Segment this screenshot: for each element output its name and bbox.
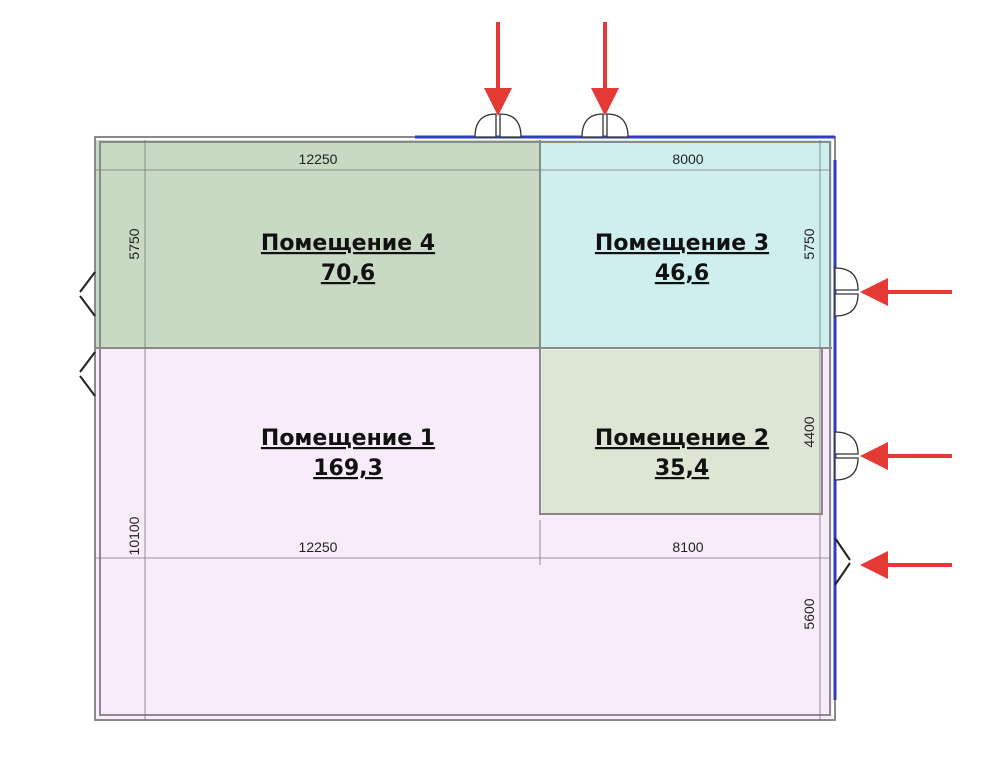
room-2-name: Помещение 2 bbox=[595, 426, 769, 451]
gate-right[interactable] bbox=[834, 537, 851, 586]
room-4-area[interactable] bbox=[95, 140, 540, 348]
dim-mid-left: 12250 bbox=[299, 539, 338, 555]
dim-mid-right: 8100 bbox=[672, 539, 703, 555]
entrance-arrow-right-1 bbox=[860, 278, 952, 306]
room-4-area-label: 70,6 bbox=[321, 261, 375, 286]
entrance-arrow-top-1 bbox=[484, 22, 512, 116]
wall-room2 bbox=[539, 347, 823, 515]
dim-top-right: 8000 bbox=[672, 151, 703, 167]
door-right-2[interactable] bbox=[834, 431, 859, 481]
dim-top-left: 12250 bbox=[299, 151, 338, 167]
room-4-name: Помещение 4 bbox=[261, 231, 435, 256]
room-2-area[interactable] bbox=[542, 350, 820, 514]
door-top-1[interactable] bbox=[474, 113, 522, 138]
room-3-area-label: 46,6 bbox=[655, 261, 709, 286]
room-1-area-label: 169,3 bbox=[313, 456, 383, 481]
entrance-arrow-top-2 bbox=[591, 22, 619, 116]
entrance-arrow-right-2 bbox=[860, 442, 952, 470]
gate-left-top[interactable] bbox=[79, 271, 96, 317]
dim-left-top: 5750 bbox=[126, 228, 142, 259]
dim-right-top: 5750 bbox=[801, 228, 817, 259]
room-1-name: Помещение 1 bbox=[261, 426, 435, 451]
gate-left-bottom[interactable] bbox=[79, 351, 96, 397]
room-3-area[interactable] bbox=[540, 140, 832, 348]
door-top-2[interactable] bbox=[581, 113, 629, 138]
entrance-arrow-right-3 bbox=[860, 551, 952, 579]
room-3-name: Помещение 3 bbox=[595, 231, 769, 256]
dim-left-bottom: 10100 bbox=[126, 516, 142, 555]
dim-right-bottom: 5600 bbox=[801, 598, 817, 629]
dimension-lines bbox=[95, 140, 830, 720]
dim-right-middle: 4400 bbox=[801, 416, 817, 447]
room-2-area-label: 35,4 bbox=[655, 456, 709, 481]
door-right-1[interactable] bbox=[834, 267, 859, 317]
inner-outer-wall bbox=[99, 141, 831, 716]
